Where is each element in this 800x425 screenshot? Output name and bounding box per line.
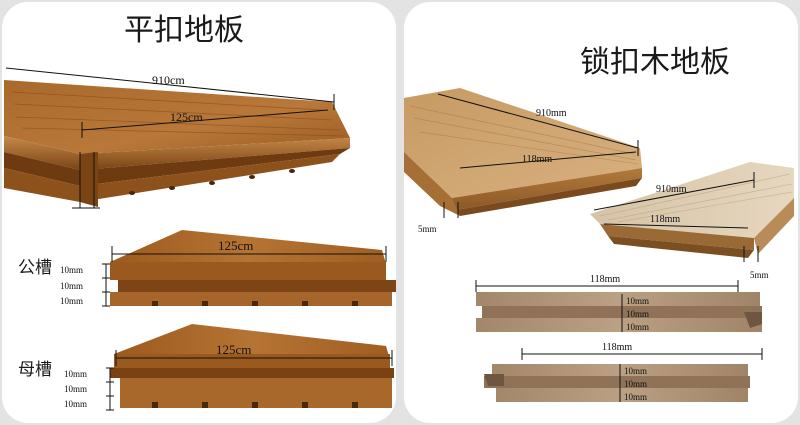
profile1-thickness-3: 10mm [626, 322, 649, 332]
profile1-thickness-1: 10mm [626, 296, 649, 306]
flat-board-perspective: 910cm 125cm [4, 67, 350, 209]
female-groove-board: 125cm [106, 324, 394, 411]
board2-tongue-label: 5mm [750, 270, 769, 280]
female-thickness-2: 10mm [64, 384, 87, 394]
profile1-width-label: 118mm [590, 274, 620, 285]
click-lock-board-2: 910mm 118mm 5mm [590, 162, 794, 280]
board2-length-label: 910mm [656, 184, 687, 195]
profile2-thickness-2: 10mm [624, 379, 647, 389]
board2-width-label: 118mm [650, 214, 680, 225]
female-groove-label: 母槽 [18, 360, 52, 380]
female-thickness-3: 10mm [64, 399, 87, 409]
flat-flooring-diagram: 平扣地板 [4, 13, 396, 411]
click-lock-profile-1: 118mm 10mm 10mm 10mm [475, 274, 762, 332]
female-width-label: 125cm [216, 342, 251, 357]
male-thickness-2: 10mm [60, 281, 83, 291]
click-lock-flooring-diagram: 锁扣木地板 910mm 118mm 5mm [404, 45, 794, 402]
profile1-thickness-2: 10mm [626, 309, 649, 319]
flat-width-label: 125cm [170, 110, 203, 124]
board1-length-label: 910mm [536, 108, 567, 119]
profile2-thickness-1: 10mm [624, 366, 647, 376]
male-thickness-3: 10mm [60, 296, 83, 306]
flat-length-label: 910cm [152, 73, 185, 87]
board1-width-label: 118mm [522, 154, 552, 165]
flat-flooring-title: 平扣地板 [124, 13, 244, 48]
male-thickness-1: 10mm [60, 265, 83, 275]
click-lock-profile-2: 118mm 10mm 10mm 10mm [484, 342, 763, 402]
profile2-thickness-3: 10mm [624, 392, 647, 402]
click-lock-title: 锁扣木地板 [580, 45, 730, 80]
board1-tongue-label: 5mm [418, 224, 437, 234]
click-lock-board-1: 910mm 118mm 5mm [404, 88, 642, 234]
click-lock-flooring-panel: 锁扣木地板 910mm 118mm 5mm [404, 2, 798, 423]
female-thickness-1: 10mm [64, 369, 87, 379]
profile2-width-label: 118mm [602, 342, 632, 353]
flat-flooring-panel: 平扣地板 [2, 2, 396, 423]
male-width-label: 125cm [218, 238, 253, 253]
male-groove-label: 公槽 [18, 258, 52, 278]
male-groove-board: 125cm [102, 230, 396, 307]
